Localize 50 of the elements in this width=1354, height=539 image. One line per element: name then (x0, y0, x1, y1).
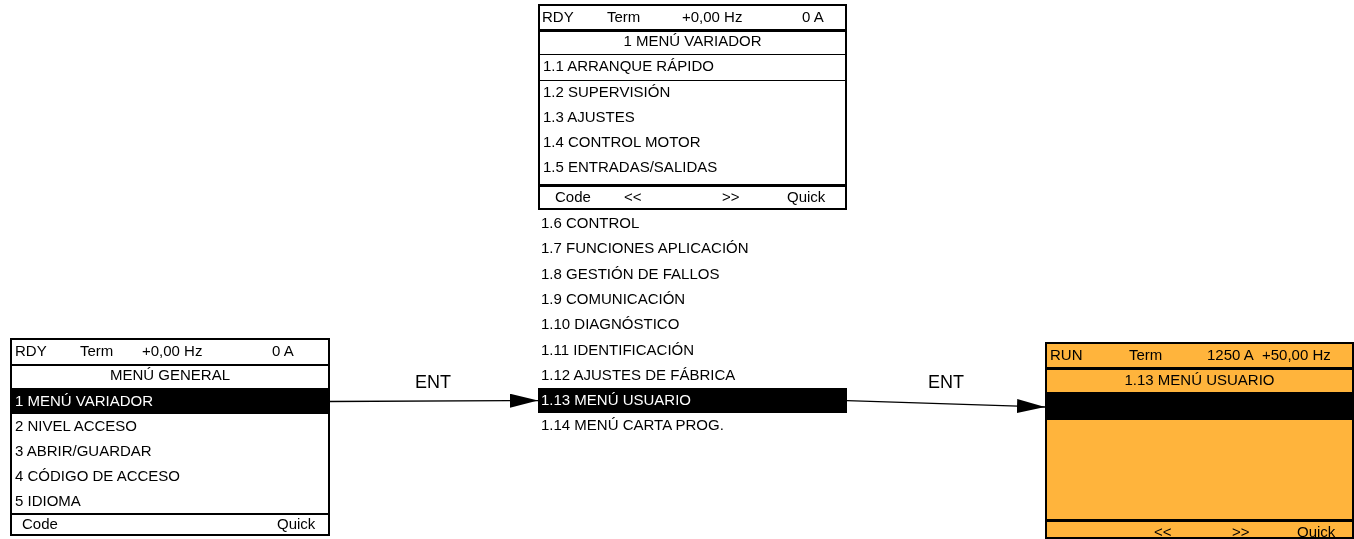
status-text: +50,00 Hz (1262, 346, 1331, 364)
menu-item: 1.1 ARRANQUE RÁPIDO (540, 54, 845, 80)
status-text: 0 A (802, 8, 824, 26)
menu-item: 1.4 CONTROL MOTOR (540, 130, 845, 155)
softkey-label: Code (22, 515, 58, 533)
menu-item: 1.10 DIAGNÓSTICO (538, 312, 847, 338)
status-text: RDY (15, 342, 47, 360)
menu-item: 1.2 SUPERVISIÓN (540, 80, 845, 105)
display-screen (10, 338, 330, 536)
arrow (846, 399, 1046, 414)
edge-label: ENT (415, 372, 451, 391)
menu-title: MENÚ GENERAL (109, 366, 231, 384)
softkey-label: << (1154, 523, 1172, 539)
menu-item: 1.9 COMUNICACIÓN (538, 286, 847, 312)
menu-item: 3 ABRIR/GUARDAR (12, 439, 328, 464)
softkey-label: Quick (1297, 523, 1336, 539)
status-text: Term (1129, 346, 1163, 364)
softkey-label: << (624, 188, 642, 206)
status-text: +0,00 Hz (142, 342, 203, 360)
status-text: 1250 A (1207, 346, 1254, 364)
softkey-label: >> (1232, 523, 1250, 539)
menu-title: 1 MENÚ VARIADOR (622, 32, 763, 50)
softkey-label: Quick (277, 515, 316, 533)
selection-bar (1047, 394, 1352, 420)
display-screen (1045, 342, 1354, 539)
display-screen (538, 4, 847, 210)
menu-item: 1.11 IDENTIFICACIÓN (538, 337, 847, 363)
status-text: 0 A (272, 342, 294, 360)
menu-item: 1.3 AJUSTES (540, 105, 845, 130)
menu-item: 4 CÓDIGO DE ACCESO (12, 464, 328, 489)
menu-item: 1.5 ENTRADAS/SALIDAS (540, 155, 845, 180)
status-text: Term (80, 342, 114, 360)
menu-item: 5 IDIOMA (12, 489, 328, 514)
menu-item: 1.12 AJUSTES DE FÁBRICA (538, 362, 847, 388)
menu-item: 1.14 MENÚ CARTA PROG. (538, 413, 847, 439)
softkey-label: Quick (787, 188, 826, 206)
status-text: +0,00 Hz (682, 8, 743, 26)
status-text: RDY (542, 8, 574, 26)
selected-menu-item: 1.13 MENÚ USUARIO (538, 388, 847, 414)
menu-item: 2 NIVEL ACCESO (12, 414, 328, 439)
softkey-label: >> (722, 188, 740, 206)
edge-label: ENT (928, 372, 964, 391)
menu-item: 1.8 GESTIÓN DE FALLOS (538, 261, 847, 287)
menu-item: 1.6 CONTROL (538, 211, 847, 236)
menu-item: 1.7 FUNCIONES APLICACIÓN (538, 236, 847, 262)
status-text: Term (607, 8, 641, 26)
selected-menu-item: 1 MENÚ VARIADOR (12, 389, 328, 414)
softkey-label: Code (555, 188, 591, 206)
status-text: RUN (1050, 346, 1083, 364)
menu-title: 1.13 MENÚ USUARIO (1123, 371, 1276, 389)
